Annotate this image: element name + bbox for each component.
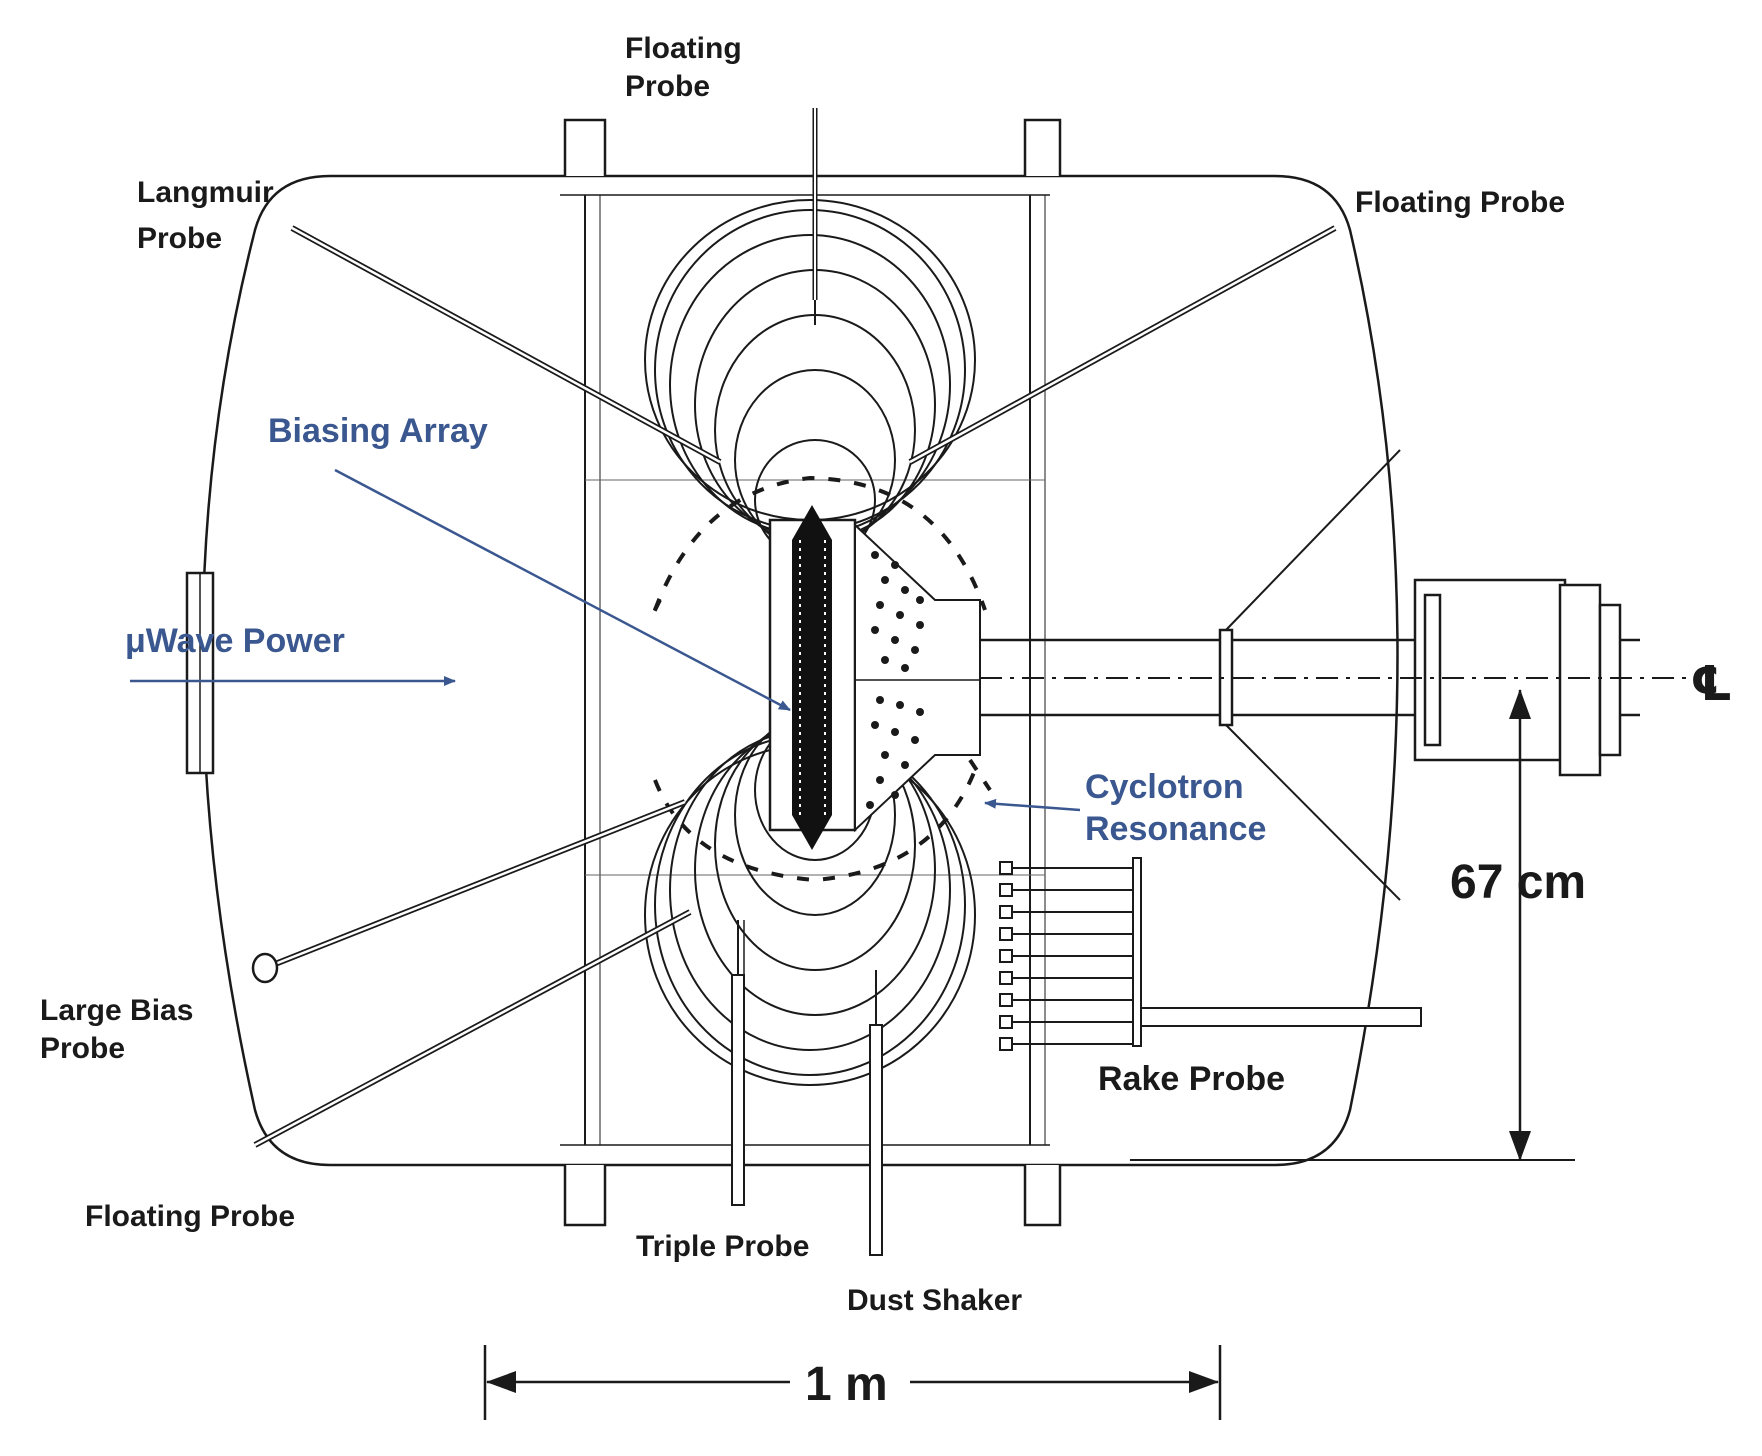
central-magnet-assembly [768,505,981,850]
vessel-ports [185,118,1062,1227]
label-1m: 1 m [805,1358,888,1411]
label-cyclotron-2: Resonance [1085,810,1266,848]
label-biasing-array: Biasing Array [268,412,488,450]
cyclotron-resonance-surface [648,475,992,883]
cyclotron-arrow [984,798,1081,812]
probes [251,108,1337,1256]
labels: Floating Probe Langmuir Probe Floating P… [40,32,1733,1411]
biasing-array-arrow [334,468,791,712]
label-floating-probe-bottom: Floating Probe [85,1200,295,1233]
label-triple-probe: Triple Probe [636,1230,809,1263]
label-uwave-power: μWave Power [125,622,345,660]
annotation-arrows [130,468,1081,812]
label-langmuir-1: Langmuir [137,176,274,209]
support-shaft [980,449,1640,901]
label-centerline: ℄ [1690,658,1733,711]
vacuum-vessel [201,174,1399,1167]
dimension-1m [483,1345,1222,1420]
label-rake-probe: Rake Probe [1098,1060,1285,1098]
label-floating-probe-right: Floating Probe [1355,186,1565,219]
label-large-bias-2: Probe [40,1032,125,1065]
label-dust-shaker: Dust Shaker [847,1284,1022,1317]
support-frame [584,195,1046,1145]
label-floating-probe-top-1: Floating [625,32,742,65]
rake-probe [999,857,1422,1051]
field-lines-upper [644,199,976,561]
label-langmuir-2: Probe [137,222,222,255]
label-67cm: 67 cm [1450,856,1586,909]
label-large-bias-1: Large Bias [40,994,193,1027]
label-cyclotron-1: Cyclotron [1085,768,1244,806]
dimension-67cm [1130,689,1575,1161]
label-floating-probe-top-2: Probe [625,70,710,103]
